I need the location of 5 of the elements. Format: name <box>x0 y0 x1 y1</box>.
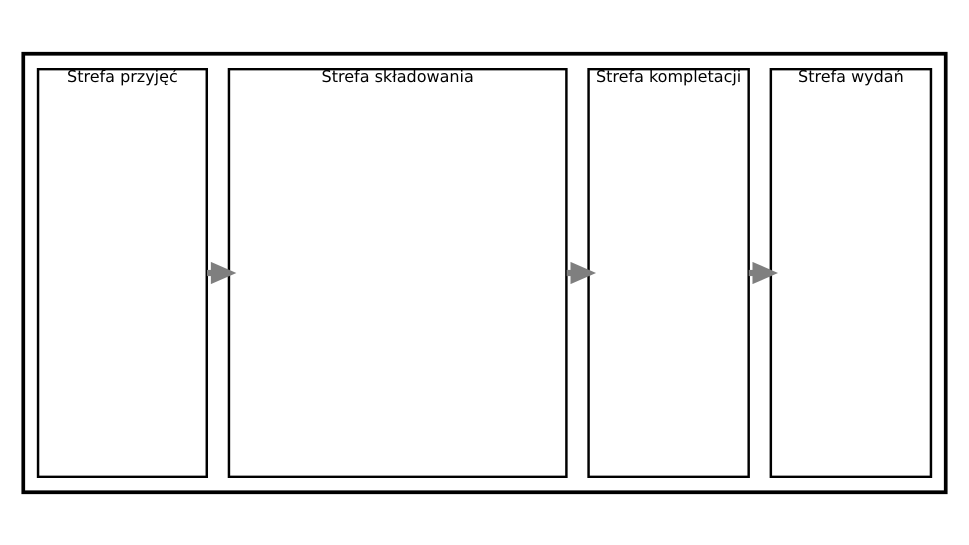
node-box: Strefa wydań <box>770 67 932 478</box>
node-box: Strefa przyjęć <box>36 67 208 478</box>
node-box: Strefa składowania <box>228 67 568 478</box>
node-box: Strefa kompletacji <box>587 67 750 478</box>
cluster <box>21 51 948 494</box>
